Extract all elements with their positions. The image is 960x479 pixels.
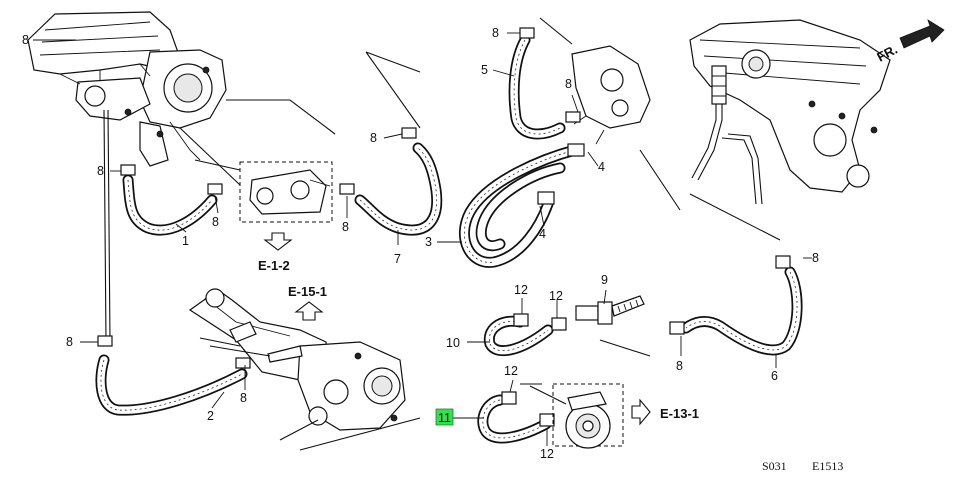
callout-8-hose5-top: 8	[492, 26, 499, 40]
callout-12-b: 12	[549, 289, 563, 303]
hose-11	[477, 394, 552, 444]
callout-8-left-upper: 8	[97, 164, 104, 178]
clip-8-b	[207, 183, 223, 195]
ref-arrow-e12	[263, 232, 293, 251]
drawing-code: S031	[762, 459, 787, 473]
callout-8-hose1-end: 8	[212, 215, 219, 229]
bypass-valve-housing	[571, 45, 651, 145]
clip-8-j	[669, 321, 685, 335]
callout-2: 2	[207, 409, 214, 423]
hose-6	[680, 266, 803, 356]
callout-12-d: 12	[540, 447, 554, 461]
callout-8-hose6-end: 8	[676, 359, 683, 373]
hose-2	[95, 354, 248, 416]
clip-8-i	[775, 255, 791, 269]
callout-12-a: 12	[514, 283, 528, 297]
callout-10: 10	[446, 336, 460, 350]
callout-5: 5	[481, 63, 488, 77]
callout-7: 7	[394, 252, 401, 266]
figure-code: E1513	[812, 459, 843, 473]
heater-pipe	[691, 65, 763, 205]
ref-label-e131: E-13-1	[660, 406, 699, 421]
ref-arrow-e151	[294, 301, 324, 321]
callout-11-highlight	[435, 408, 454, 426]
bolt-9	[575, 295, 645, 325]
clip-8-d	[401, 127, 417, 139]
leader-lines	[33, 32, 812, 446]
callout-9: 9	[601, 273, 608, 287]
clip-8-e	[97, 335, 113, 347]
throttle-body-subassembly	[249, 169, 331, 215]
callout-8-hose7-top: 8	[370, 131, 377, 145]
clip-8-g	[519, 27, 535, 39]
clip-8-c	[339, 183, 355, 195]
callout-4-lower: 4	[539, 227, 546, 241]
clip-8-h	[565, 111, 581, 123]
callout-1: 1	[182, 234, 189, 248]
callout-8-top-left: 8	[22, 33, 29, 47]
hose-5	[508, 34, 566, 140]
callout-8-hose6-top: 8	[812, 251, 819, 265]
callout-8-valve: 8	[565, 77, 572, 91]
hose-1	[122, 174, 218, 236]
clip-4-a	[567, 143, 585, 157]
clip-8-f	[235, 357, 251, 369]
clip-8-a	[120, 164, 136, 176]
clip-12-d	[539, 413, 555, 427]
ref-label-e12: E-1-2	[258, 258, 290, 273]
callout-12-c: 12	[504, 364, 518, 378]
engine-head-right	[689, 19, 891, 193]
hose-7	[354, 142, 443, 236]
clip-12-b	[551, 317, 567, 331]
callout-6: 6	[771, 369, 778, 383]
engine-head-left	[27, 11, 227, 167]
oil-cooler	[565, 391, 611, 449]
subassembly-box-e131	[552, 383, 624, 447]
callout-8-hose2-end: 8	[240, 391, 247, 405]
subassembly-box-e12	[239, 161, 333, 223]
callout-4-upper: 4	[598, 160, 605, 174]
ref-arrow-e131	[631, 398, 651, 426]
hose-3	[458, 144, 581, 268]
clip-12-c	[501, 391, 517, 405]
hose-10	[483, 315, 554, 357]
clip-4-b	[537, 191, 555, 205]
callout-8-left-lower: 8	[66, 335, 73, 349]
front-direction-indicator: FR.	[874, 19, 945, 65]
water-outlet-housing	[188, 288, 406, 431]
callout-3: 3	[425, 235, 432, 249]
callout-11: 11	[438, 411, 451, 425]
clip-12-a	[513, 313, 529, 327]
ref-label-e151: E-15-1	[288, 284, 327, 299]
callout-8-hose7-left: 8	[342, 220, 349, 234]
vertical-bypass-line	[103, 109, 107, 341]
